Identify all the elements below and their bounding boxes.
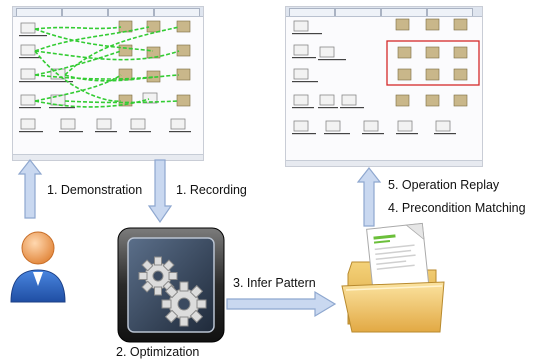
browser-tab-bar <box>13 7 203 17</box>
matched-pattern-highlight <box>386 40 480 86</box>
step-infer-pattern-label: 3. Infer Pattern <box>233 276 316 290</box>
recorded-screenshot <box>12 6 204 161</box>
step-demonstration-label: 1. Demonstration <box>47 183 143 197</box>
step-optimization-label: 2. Optimization <box>116 345 200 359</box>
arrow-up-icon <box>356 167 382 227</box>
recorded-canvas <box>19 20 191 133</box>
user-icon <box>10 231 66 303</box>
browser-tab-bar <box>286 7 482 17</box>
step-operation-replay-label: 5. Operation Replay <box>388 178 500 192</box>
arrow-up-icon <box>17 159 43 219</box>
replay-canvas <box>292 18 480 135</box>
scrollbar <box>13 154 203 160</box>
arrow-down-icon <box>147 159 173 224</box>
arrow-right-icon <box>226 290 337 318</box>
folder-icon <box>341 222 445 333</box>
step-recording-label: 1. Recording <box>176 183 247 197</box>
replay-screenshot <box>285 6 483 167</box>
scrollbar <box>286 160 482 166</box>
step-precondition-matching-label: 4. Precondition Matching <box>388 201 526 215</box>
gear-icon <box>117 227 225 343</box>
